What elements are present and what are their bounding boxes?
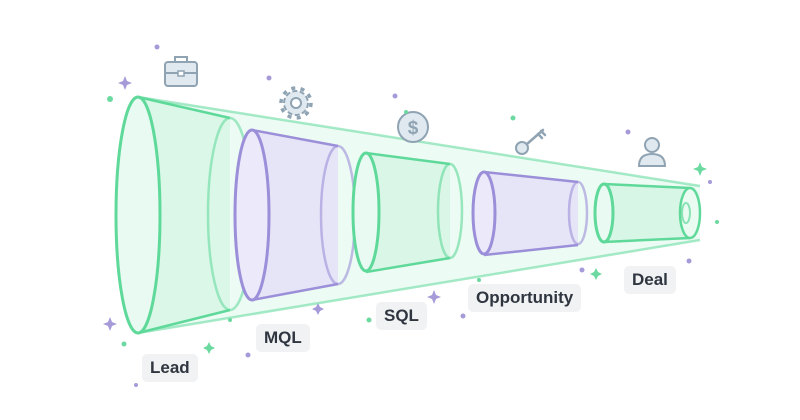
segment-deal: [593, 182, 702, 244]
sparkle-icon: [203, 342, 215, 354]
key-icon: [515, 128, 547, 155]
user-icon: [637, 137, 667, 167]
funnel-edge-bottom: [137, 238, 701, 335]
stage-label-mql: MQL: [256, 324, 310, 352]
sparkle-icon: [427, 290, 441, 304]
segment-mql: [233, 128, 357, 302]
stage-label-sql: SQL: [376, 302, 427, 330]
briefcase-icon: [164, 56, 198, 87]
gear-icon: [279, 86, 313, 120]
svg-text:$: $: [408, 118, 419, 139]
sparkle-icon: [693, 162, 707, 176]
segment-lead: [114, 95, 254, 335]
sparkle-icon: [312, 303, 324, 315]
stage-label-opportunity: Opportunity: [468, 284, 582, 312]
stage-label-deal: Deal: [624, 266, 676, 294]
dollar-coin-icon: $: [397, 111, 429, 143]
sparkle-icon: [103, 317, 117, 331]
sparkle-icon: [590, 268, 602, 280]
segment-opportunity: [471, 170, 589, 257]
segment-sql: [351, 151, 464, 274]
sparkle-icon: [118, 76, 132, 90]
sparkles: [103, 44, 719, 387]
stage-label-lead: Lead: [142, 354, 198, 382]
